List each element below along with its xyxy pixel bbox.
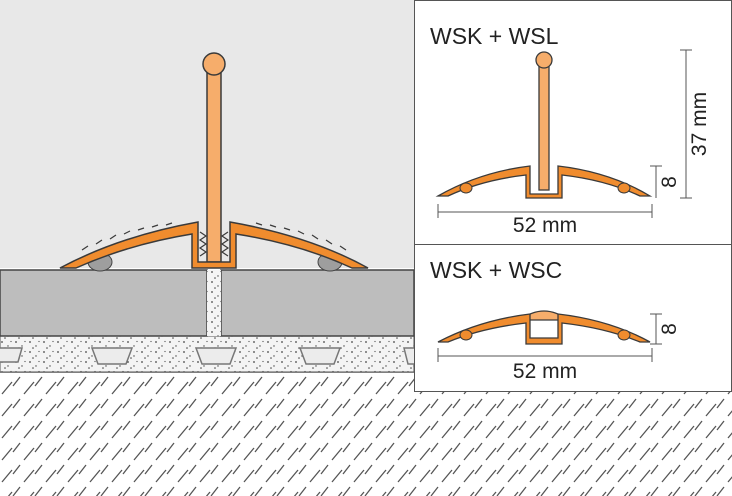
profile-serrations bbox=[81, 222, 347, 251]
subfloor-hatch bbox=[0, 372, 732, 496]
top-dimension-lines bbox=[437, 49, 692, 218]
top-foot-right bbox=[617, 182, 631, 194]
channel-teeth bbox=[198, 231, 230, 257]
bottom-base-dim: 8 bbox=[658, 323, 681, 335]
top-base-dim: 8 bbox=[658, 176, 681, 188]
bottom-foot-right bbox=[617, 329, 631, 341]
tile-right bbox=[220, 269, 415, 337]
bottom-dimension-lines bbox=[437, 313, 662, 362]
tile-left bbox=[0, 269, 208, 337]
detail-panel-bg bbox=[414, 0, 732, 392]
top-width-dim: 52 mm bbox=[513, 214, 577, 237]
bottom-foot-left bbox=[459, 329, 473, 341]
top-height-dim: 37 mm bbox=[688, 92, 711, 156]
bottom-width-dim: 52 mm bbox=[513, 360, 577, 383]
tile-joint-speckle bbox=[207, 270, 221, 336]
arched-profile-bottom bbox=[437, 313, 651, 345]
vertical-strip-main bbox=[202, 52, 226, 263]
arched-profile-top bbox=[435, 165, 653, 199]
top-foot-left bbox=[459, 182, 473, 194]
arched-profile-main bbox=[59, 221, 369, 269]
panel-bottom-title: WSK + WSC bbox=[430, 257, 562, 283]
vertical-strip-small bbox=[535, 51, 553, 191]
panel-top-title: WSK + WSL bbox=[430, 23, 559, 49]
